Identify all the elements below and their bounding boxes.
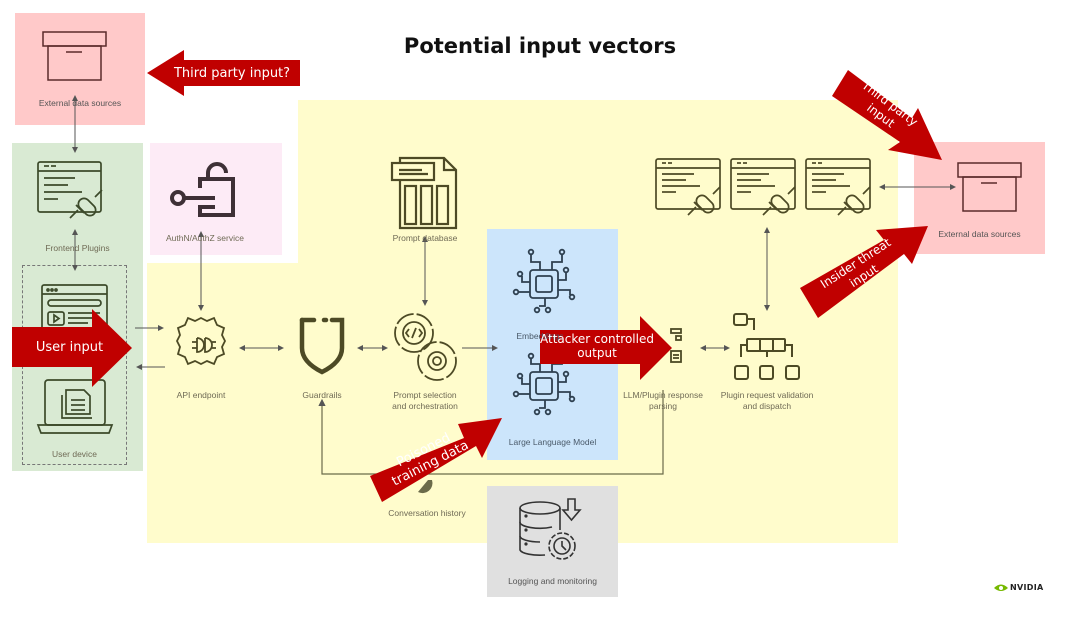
- plugin-dispatch-label-1: Plugin request validation: [720, 390, 814, 400]
- logging-label: Logging and monitoring: [508, 576, 597, 586]
- external-data-right-region: [914, 142, 1045, 254]
- diagram-title: Potential input vectors: [403, 34, 677, 58]
- prompt-database-label: Prompt database: [392, 233, 458, 243]
- auth-service-label: AuthN/AuthZ service: [166, 233, 244, 243]
- database-gear-icon: [519, 498, 582, 560]
- prompt-orchestration-label-2: and orchestration: [392, 401, 458, 411]
- key-lock-icon: [170, 162, 235, 217]
- plugin-window-icon-3: [805, 158, 871, 216]
- third-party-input-left-arrow: [147, 50, 300, 96]
- external-data-left-label: External data sources: [38, 98, 122, 108]
- frontend-region: [12, 143, 143, 471]
- embeddings-label: Embeddings: [516, 331, 564, 341]
- plugin-window-icon-2: [730, 158, 796, 216]
- attacker-output-text-2: output: [577, 346, 617, 360]
- nvidia-logo-text: NVIDIA: [1010, 583, 1044, 592]
- plugin-window-icon-1: [655, 158, 721, 216]
- threat-arrows: [12, 50, 942, 502]
- attacker-output-arrow: [540, 316, 672, 380]
- guardrails-label: Guardrails: [302, 390, 342, 400]
- frontend-plugins-label: Frontend Plugins: [45, 243, 110, 253]
- conversation-history-label: Conversation history: [388, 508, 466, 518]
- llm-label: Large Language Model: [508, 437, 597, 447]
- third-party-input-left-text: Third party input?: [173, 66, 291, 81]
- connectors: [72, 95, 956, 475]
- laptop-document-icon: [36, 379, 114, 434]
- conversation-history-icon: [418, 480, 433, 494]
- llm-chip-icon: [512, 352, 576, 416]
- prompt-orchestration-label-1: Prompt selection: [393, 390, 457, 400]
- dispatch-tree-icon: [733, 313, 800, 380]
- embeddings-chip-icon: [512, 248, 576, 314]
- api-gear-plug-icon: [175, 316, 227, 366]
- connector-history-loop: [318, 390, 664, 475]
- insider-threat-arrow: [800, 226, 928, 318]
- nvidia-eye-logo-icon: [994, 584, 1008, 591]
- code-gear-orchestration-icon: [394, 313, 457, 381]
- user-input-text: User input: [35, 340, 104, 355]
- plugin-dispatch-label-2: and dispatch: [742, 401, 792, 411]
- response-parsing-label-1: LLM/Plugin response: [623, 390, 703, 400]
- response-parsing-label-2: parsing: [649, 401, 677, 411]
- attacker-output-text-1: Attacker controlled: [540, 332, 654, 346]
- response-parsing-icon: [670, 328, 682, 363]
- prompt-database-icon: [390, 156, 458, 230]
- poisoned-training-arrow: [370, 418, 502, 502]
- plugin-window-icon-frontend: [37, 161, 103, 219]
- third-party-input-right-arrow: [832, 70, 942, 160]
- api-endpoint-label: API endpoint: [176, 390, 226, 400]
- user-device-label: User device: [52, 449, 97, 459]
- shield-icon: [299, 317, 345, 375]
- user-input-arrow: [12, 309, 132, 387]
- archive-box-icon-right: [957, 162, 1022, 212]
- logging-region: [487, 486, 618, 597]
- external-data-right-label: External data sources: [938, 229, 1021, 239]
- archive-box-icon-left: [42, 31, 107, 81]
